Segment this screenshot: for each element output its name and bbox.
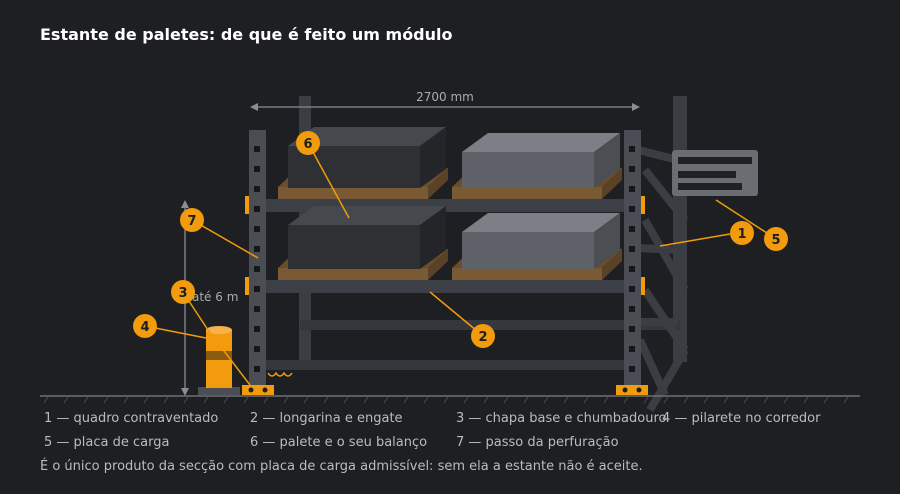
- page-title: Estante de paletes: de que é feito um mó…: [40, 25, 453, 44]
- front-upright-left: [249, 130, 266, 388]
- callout-3: 3: [171, 280, 195, 304]
- callout-7-label: 7: [187, 214, 196, 229]
- callout-4-label: 4: [140, 320, 149, 335]
- callout-6-label: 6: [303, 137, 312, 152]
- lower-load-right: [462, 213, 620, 269]
- anchor-squiggle: [267, 371, 293, 377]
- side-frame: [636, 146, 689, 413]
- width-label: 2700 mm: [416, 90, 474, 104]
- floor-beam: [262, 360, 630, 370]
- callout-2: 2: [471, 324, 495, 348]
- rear-beam: [300, 320, 680, 330]
- load-plate: [672, 150, 758, 196]
- callout-2-label: 2: [478, 330, 487, 345]
- base-plate-right: [616, 385, 648, 395]
- height-label: até 6 m: [192, 290, 238, 304]
- lower-beam: [262, 280, 630, 293]
- lower-load-left: [288, 206, 446, 269]
- callout-6: 6: [296, 131, 320, 155]
- floor-hatch: [43, 396, 849, 404]
- callout-1: 1: [730, 221, 754, 245]
- front-upright-right: [624, 130, 641, 388]
- callout-5: 5: [764, 227, 788, 251]
- callout-5-label: 5: [771, 233, 780, 248]
- upper-load-right: [462, 133, 620, 188]
- beam-connectors: [245, 196, 645, 295]
- width-dimension: [250, 103, 640, 111]
- bollard: [198, 326, 240, 395]
- callout-7: 7: [180, 208, 204, 232]
- base-plate-left: [242, 385, 274, 395]
- callout-4: 4: [133, 314, 157, 338]
- callout-1-label: 1: [737, 227, 746, 242]
- callout-3-label: 3: [178, 286, 187, 301]
